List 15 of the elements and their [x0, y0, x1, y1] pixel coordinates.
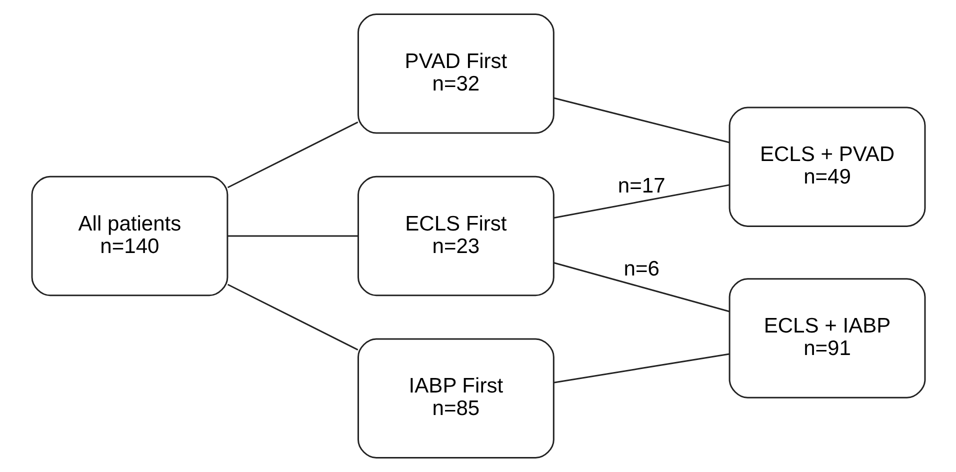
connector	[553, 184, 730, 219]
node-box: IABP First n=85	[356, 338, 554, 458]
node-box: PVAD First n=32	[356, 14, 554, 134]
connector	[226, 122, 358, 188]
connector	[226, 284, 358, 350]
node-box: ECLS First n=23	[356, 176, 554, 296]
connector	[553, 353, 730, 384]
edge-label: n=17	[617, 174, 665, 198]
connector	[553, 262, 730, 312]
connector	[227, 235, 358, 237]
node-box: ECLS + IABP n=91	[728, 278, 926, 398]
edge-label: n=6	[623, 257, 659, 280]
node-box: ECLS + PVAD n=49	[728, 106, 926, 227]
connector	[553, 97, 730, 144]
node-box: All patients n=140	[30, 176, 228, 296]
